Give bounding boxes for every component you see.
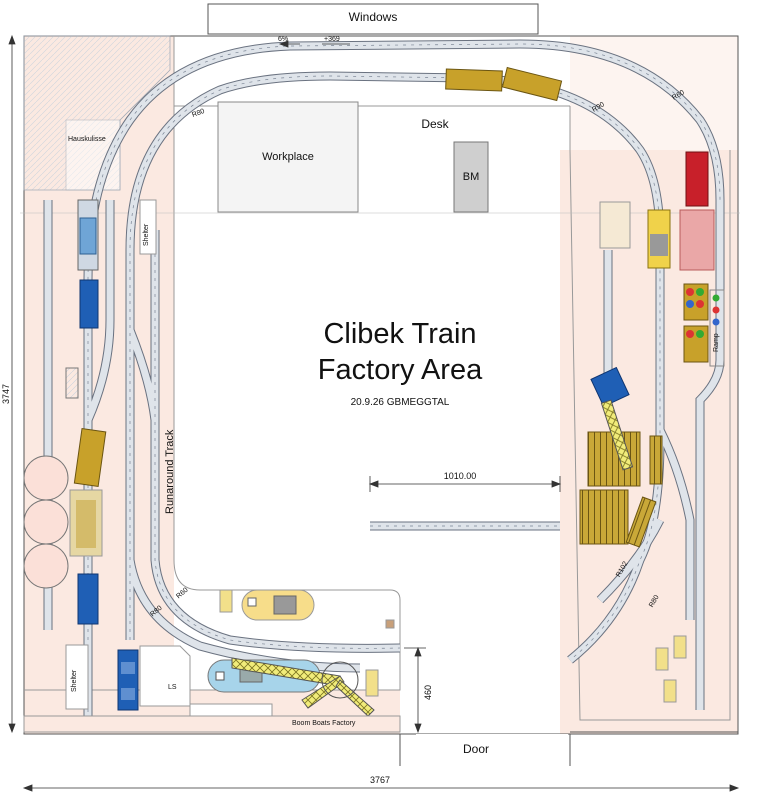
- stairs: [65, 367, 79, 399]
- rolling-stock-left: [69, 199, 139, 711]
- room-walls: [23, 3, 739, 766]
- dim-1010-label: 1010.00: [443, 471, 477, 481]
- bm-label: BM: [462, 171, 480, 183]
- dim-width-label: 3767: [369, 775, 391, 785]
- shelter-bottom-label: Shelter: [71, 669, 78, 692]
- ramp-label: Ramp: [713, 333, 720, 352]
- shelter-top-label: Shelter: [143, 223, 150, 246]
- workplace-table: [217, 101, 359, 213]
- door-label: Door: [462, 742, 489, 756]
- dimension-lines: [8, 34, 740, 792]
- windows-label: Windows: [348, 10, 398, 24]
- small-buildings: [219, 589, 687, 703]
- hauskulisse-label: Hauskulisse: [68, 136, 106, 143]
- title-line-1: Clibek Train: [323, 318, 477, 350]
- workplace-label: Workplace: [262, 151, 314, 163]
- rolling-stock-top: [445, 66, 563, 102]
- shelter-top-building: [139, 199, 157, 255]
- title-line-2: Factory Area: [317, 354, 483, 386]
- shelter-bottom-building: [65, 644, 89, 710]
- ls-label: LS: [168, 684, 177, 691]
- grade-label: 6%: [278, 36, 289, 43]
- date-author: 20.9.26 GBMEGGTAL: [350, 397, 450, 408]
- dim-460-label: 460: [423, 684, 433, 700]
- elevation-label: +369: [324, 36, 340, 43]
- lumber-yard: [579, 366, 663, 548]
- runaround-track-label: Runaround Track: [164, 429, 176, 514]
- desk-label: Desk: [421, 117, 449, 131]
- boom-boats-area: [23, 589, 401, 733]
- storage-tanks: [23, 455, 69, 589]
- ls-building: [139, 645, 191, 707]
- boom-boats-label: Boom Boats Factory: [292, 720, 356, 727]
- rolling-stock-right: [599, 151, 725, 367]
- bm-cabinet: [453, 141, 489, 213]
- dim-height-label: 3747: [1, 383, 11, 404]
